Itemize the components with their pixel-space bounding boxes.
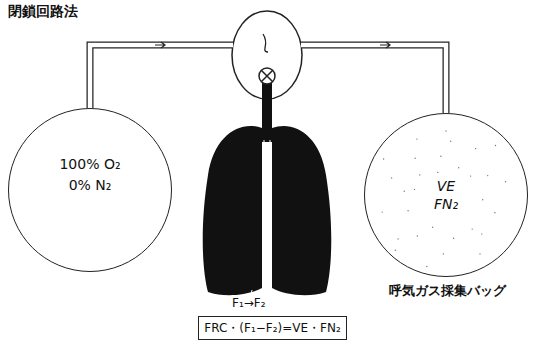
equation-box: FRC・(F₁−F₂)=VE・FN₂ [198,316,347,340]
bag-caption: 呼気ガス採集バッグ [389,282,506,300]
node-text: FRC・(F₁−F₂)=VE・FN₂ [204,320,340,337]
left-lung [203,126,262,295]
node-text: FN₂ [434,195,458,213]
lung-label: F₁→F₂ [230,296,267,310]
gas-reservoir: 100% O₂0% N₂ [8,108,172,272]
node-text: VE [437,177,455,195]
bronchus [264,140,270,200]
right-lung [272,126,331,295]
bag-texture [382,130,507,267]
node-text: 0% N₂ [69,175,112,196]
collection-bag: VEFN₂呼気ガス採集バッグ [364,113,528,277]
trachea [262,82,272,142]
valve-cross [262,71,273,82]
diagram-title: 閉鎖回路法 [8,3,78,21]
nose [263,34,268,52]
node-text: 100% O₂ [59,154,120,175]
valve-symbol [259,68,275,84]
gas-tube [90,42,446,113]
